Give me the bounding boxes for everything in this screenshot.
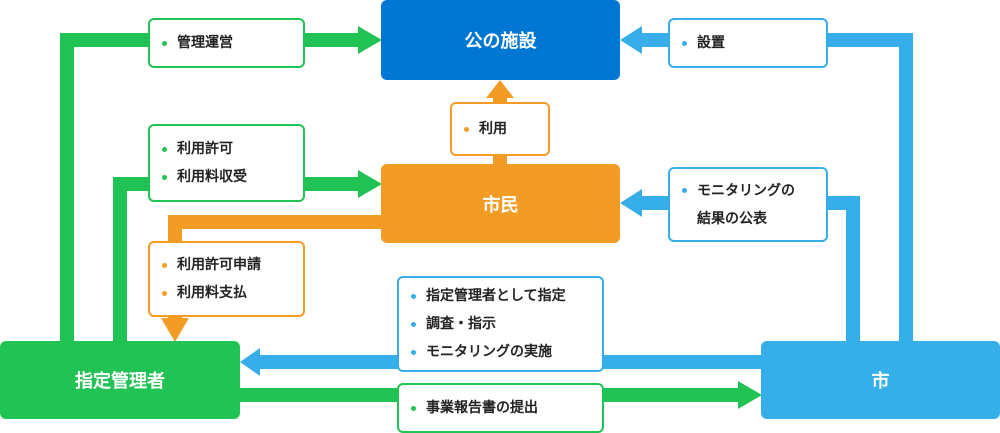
label-monitoring-publish: モニタリングの 結果の公表 [668, 167, 828, 242]
label-item: モニタリングの実施 [411, 338, 590, 366]
facility-node: 公の施設 [381, 0, 620, 80]
label-management: 管理運営 [148, 18, 305, 68]
label-item: 調査・指示 [411, 310, 590, 338]
label-application: 利用許可申請 利用料支払 [148, 241, 305, 317]
city-node: 市 [761, 341, 1000, 419]
label-installation: 設置 [668, 18, 828, 68]
label-item: 利用 [464, 115, 536, 143]
arrowhead-citizen-from-manager [358, 170, 382, 198]
citizen-node: 市民 [381, 164, 620, 243]
label-item: 利用料支払 [162, 279, 291, 307]
label-item: 結果の公表 [697, 210, 767, 227]
label-report: 事業報告書の提出 [397, 383, 604, 433]
label-item: モニタリングの [682, 177, 814, 205]
arrowhead-facility-from-city [620, 26, 642, 54]
label-item: 利用許可 [162, 135, 291, 163]
label-item: 管理運営 [162, 29, 291, 57]
arrowhead-facility-from-citizen [486, 80, 514, 98]
arrowhead-facility-from-manager [358, 26, 382, 54]
arrowhead-manager-from-city [240, 348, 260, 376]
label-item: 利用許可申請 [162, 251, 291, 279]
label-item: 利用料収受 [162, 163, 291, 191]
label-usage: 利用 [450, 102, 550, 156]
arrowhead-citizen-from-city [620, 189, 642, 217]
label-permission: 利用許可 利用料収受 [148, 124, 305, 202]
label-item: 設置 [682, 29, 814, 57]
manager-node: 指定管理者 [0, 341, 240, 419]
label-item: 事業報告書の提出 [411, 394, 590, 422]
label-item: 指定管理者として指定 [411, 282, 590, 310]
arrowhead-city-from-manager [738, 381, 762, 409]
label-designation: 指定管理者として指定 調査・指示 モニタリングの実施 [397, 276, 604, 372]
arrowhead-manager-from-citizen [161, 318, 189, 342]
